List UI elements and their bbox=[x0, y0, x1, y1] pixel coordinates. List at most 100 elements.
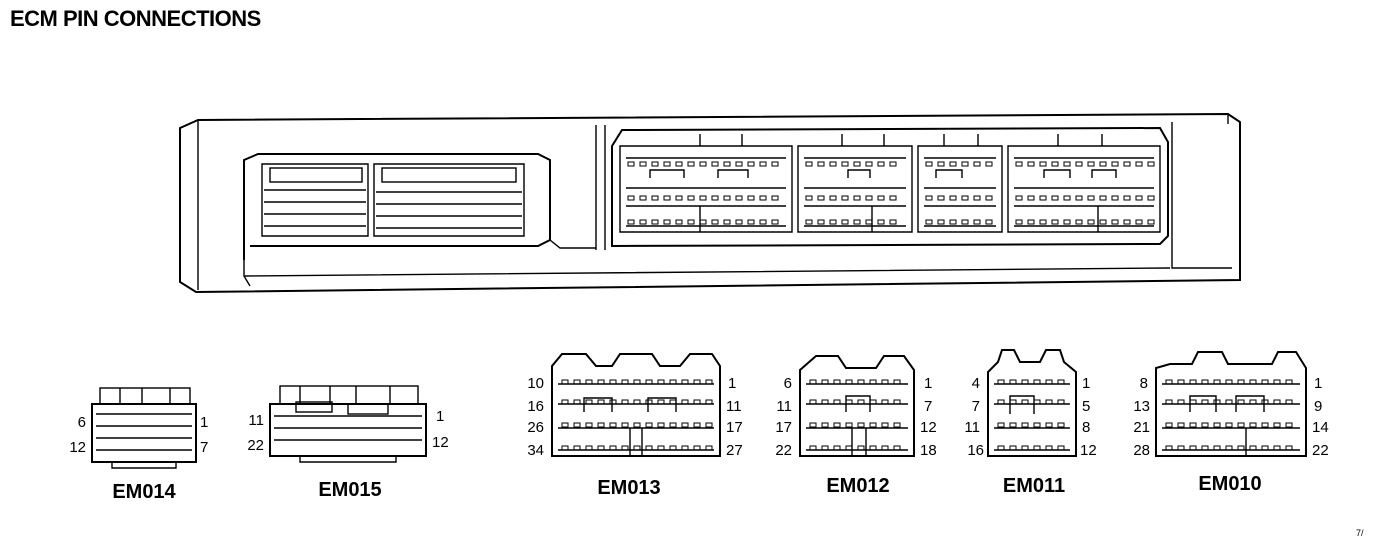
pin-cavity bbox=[1057, 399, 1065, 405]
pin-cavity bbox=[669, 422, 677, 428]
pin-cavity bbox=[865, 219, 873, 225]
pin-cavity bbox=[1027, 161, 1035, 167]
em014-pin-label: 1 bbox=[200, 414, 208, 431]
em010-pin-label: 8 bbox=[1140, 375, 1148, 392]
pin-cavity bbox=[621, 399, 629, 405]
em013-pin-label: 34 bbox=[527, 442, 544, 459]
pin-cavity bbox=[973, 219, 981, 225]
pin-cavity bbox=[881, 422, 889, 428]
pin-cavity bbox=[1057, 422, 1065, 428]
pin-cavity bbox=[609, 445, 617, 451]
pin-cavity bbox=[1087, 219, 1095, 225]
pin-cavity bbox=[1201, 422, 1209, 428]
em010-pin-label: 9 bbox=[1314, 398, 1322, 415]
pin-cavity bbox=[681, 445, 689, 451]
pin-cavity bbox=[657, 422, 665, 428]
pin-cavity bbox=[805, 195, 813, 201]
pin-cavity bbox=[1063, 219, 1071, 225]
pin-cavity bbox=[1051, 219, 1059, 225]
pin-cavity bbox=[1261, 379, 1269, 385]
pin-cavity bbox=[1045, 445, 1053, 451]
em012-pin-label: 1 bbox=[924, 375, 932, 392]
pin-cavity bbox=[561, 399, 569, 405]
pin-cavity bbox=[573, 445, 581, 451]
pin-cavity bbox=[1021, 445, 1029, 451]
pin-cavity bbox=[829, 195, 837, 201]
pin-cavity bbox=[675, 161, 683, 167]
pin-cavity bbox=[1009, 445, 1017, 451]
pin-cavity bbox=[853, 219, 861, 225]
pin-cavity bbox=[1261, 399, 1269, 405]
pin-cavity bbox=[1177, 379, 1185, 385]
pin-cavity bbox=[1015, 161, 1023, 167]
em013-pin-label: 1 bbox=[728, 375, 736, 392]
pin-cavity bbox=[973, 195, 981, 201]
pin-cavity bbox=[621, 445, 629, 451]
pin-cavity bbox=[1099, 195, 1107, 201]
pin-cavity bbox=[699, 161, 707, 167]
corner-mark: 7/ bbox=[1356, 528, 1364, 538]
pin-cavity bbox=[711, 161, 719, 167]
pin-cavity bbox=[657, 445, 665, 451]
em013-pin-label: 10 bbox=[527, 375, 544, 392]
pin-cavity bbox=[651, 219, 659, 225]
pin-cavity bbox=[1075, 161, 1083, 167]
em012-pin-label: 7 bbox=[924, 398, 932, 415]
pin-cavity bbox=[711, 219, 719, 225]
pin-cavity bbox=[997, 379, 1005, 385]
pin-cavity bbox=[853, 195, 861, 201]
pin-cavity bbox=[1039, 161, 1047, 167]
pin-cavity bbox=[1045, 399, 1053, 405]
pin-cavity bbox=[1189, 379, 1197, 385]
pin-cavity bbox=[985, 161, 993, 167]
pin-cavity bbox=[1039, 219, 1047, 225]
pin-cavity bbox=[693, 422, 701, 428]
pin-cavity bbox=[1135, 195, 1143, 201]
pin-cavity bbox=[723, 219, 731, 225]
pin-cavity bbox=[771, 219, 779, 225]
pin-cavity bbox=[1261, 445, 1269, 451]
connector-label: EM012 bbox=[826, 475, 889, 497]
pin-cavity bbox=[1051, 161, 1059, 167]
pin-cavity bbox=[961, 161, 969, 167]
pin-cavity bbox=[829, 161, 837, 167]
pin-cavity bbox=[857, 445, 865, 451]
connector-em014 bbox=[91, 387, 197, 469]
pin-cavity bbox=[1039, 195, 1047, 201]
pin-cavity bbox=[561, 422, 569, 428]
pin-cavity bbox=[865, 195, 873, 201]
pin-cavity bbox=[1201, 399, 1209, 405]
em011-pin-label: 8 bbox=[1082, 419, 1090, 436]
pin-cavity bbox=[657, 379, 665, 385]
em010-pin-label: 28 bbox=[1133, 442, 1150, 459]
pin-cavity bbox=[893, 422, 901, 428]
pin-cavity bbox=[1135, 161, 1143, 167]
pin-cavity bbox=[675, 219, 683, 225]
pin-cavity bbox=[735, 161, 743, 167]
em015-pin-label: 22 bbox=[247, 437, 264, 454]
pin-cavity bbox=[1189, 422, 1197, 428]
pin-cavity bbox=[1033, 379, 1041, 385]
pin-cavity bbox=[817, 161, 825, 167]
connector-em015 bbox=[269, 385, 427, 463]
pin-cavity bbox=[1015, 219, 1023, 225]
pin-cavity bbox=[1285, 379, 1293, 385]
pin-cavity bbox=[693, 399, 701, 405]
pin-cavity bbox=[747, 219, 755, 225]
pin-cavity bbox=[657, 399, 665, 405]
pin-cavity bbox=[699, 195, 707, 201]
pin-cavity bbox=[973, 161, 981, 167]
connector-em011 bbox=[987, 349, 1077, 457]
pin-cavity bbox=[639, 195, 647, 201]
pin-cavity bbox=[809, 445, 817, 451]
connector-label: EM013 bbox=[597, 477, 660, 499]
pin-cavity bbox=[949, 161, 957, 167]
pin-cavity bbox=[809, 379, 817, 385]
pin-cavity bbox=[1177, 445, 1185, 451]
pin-cavity bbox=[669, 399, 677, 405]
pin-cavity bbox=[1063, 195, 1071, 201]
em012-pin-label: 6 bbox=[784, 375, 792, 392]
pin-cavity bbox=[841, 161, 849, 167]
pin-cavity bbox=[937, 219, 945, 225]
pin-cavity bbox=[633, 379, 641, 385]
